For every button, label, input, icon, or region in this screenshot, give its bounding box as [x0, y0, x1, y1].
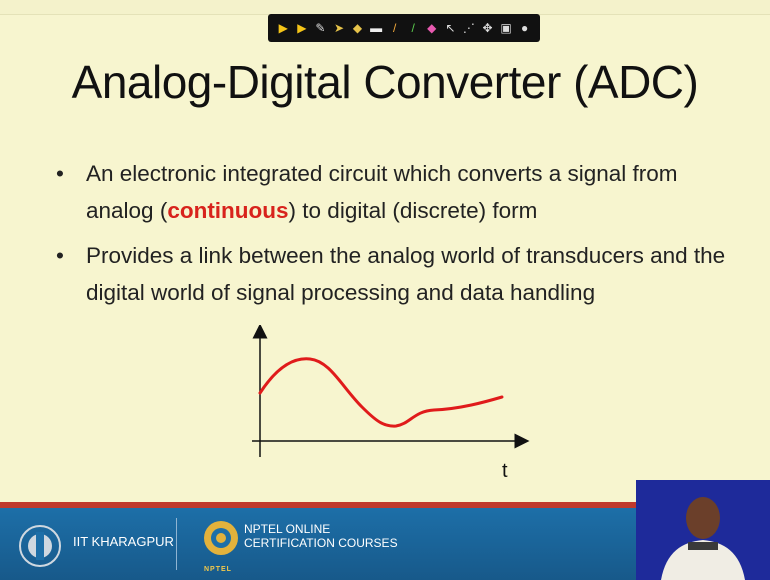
screen-icon[interactable]: ▣	[500, 21, 512, 35]
annotation-toolbar: ▶ ▶ ✎ ➤ ◆ ▬ / / ◆ ↖ ⋰ ✥ ▣ ●	[268, 14, 540, 42]
bullet-dot: •	[56, 161, 64, 186]
analog-signal-graph	[252, 325, 530, 457]
bullet-text-part: An electronic integrated circuit which c…	[86, 161, 678, 223]
eraser-icon[interactable]: ◆	[352, 21, 363, 35]
bullet-list: • An electronic integrated circuit which…	[52, 155, 742, 319]
nptel-logo-icon	[204, 521, 238, 555]
nptel-sublabel: NPTEL	[204, 566, 232, 573]
iit-kharagpur-logo-icon	[19, 525, 61, 567]
bullet-item: • Provides a link between the analog wor…	[52, 237, 742, 311]
pen-icon[interactable]: /	[392, 21, 397, 35]
next-arrow-icon[interactable]: ▶	[278, 21, 288, 35]
footer-stripe	[0, 502, 770, 508]
move-icon[interactable]: ✥	[482, 21, 493, 35]
slide-title: Analog-Digital Converter (ADC)	[71, 56, 699, 108]
shape-icon[interactable]: ◆	[427, 21, 437, 35]
laser-icon[interactable]: ➤	[333, 21, 344, 35]
green-pen-icon[interactable]: /	[411, 21, 415, 35]
footer-divider	[176, 518, 177, 570]
cursor-icon[interactable]: ⋰	[462, 21, 475, 35]
pointer-icon[interactable]: ✎	[315, 21, 326, 35]
settings-icon[interactable]: ●	[520, 21, 529, 35]
text-icon[interactable]: ↖	[445, 21, 456, 35]
presenter-video	[636, 480, 770, 580]
iit-kharagpur-label: IIT KHARAGPUR	[73, 534, 174, 549]
window-top-bar	[0, 0, 770, 15]
nptel-label-line2: CERTIFICATION COURSES	[244, 536, 398, 550]
highlighter-icon[interactable]: ▬	[370, 21, 383, 35]
nptel-label-line1: NPTEL ONLINE	[244, 522, 331, 536]
x-axis-label: t	[502, 460, 508, 482]
nptel-label: NPTEL ONLINE CERTIFICATION COURSES	[244, 522, 398, 550]
presenter-image	[636, 480, 770, 580]
bullet-dot: •	[56, 243, 64, 268]
prev-arrow-icon[interactable]: ▶	[297, 21, 307, 35]
bullet-text-part: ) to digital (discrete) form	[288, 198, 538, 223]
analog-signal-curve	[258, 357, 504, 428]
bullet-item: • An electronic integrated circuit which…	[52, 155, 742, 229]
bullet-text: Provides a link between the analog world…	[86, 243, 726, 305]
highlight-word: continuous	[167, 198, 289, 223]
